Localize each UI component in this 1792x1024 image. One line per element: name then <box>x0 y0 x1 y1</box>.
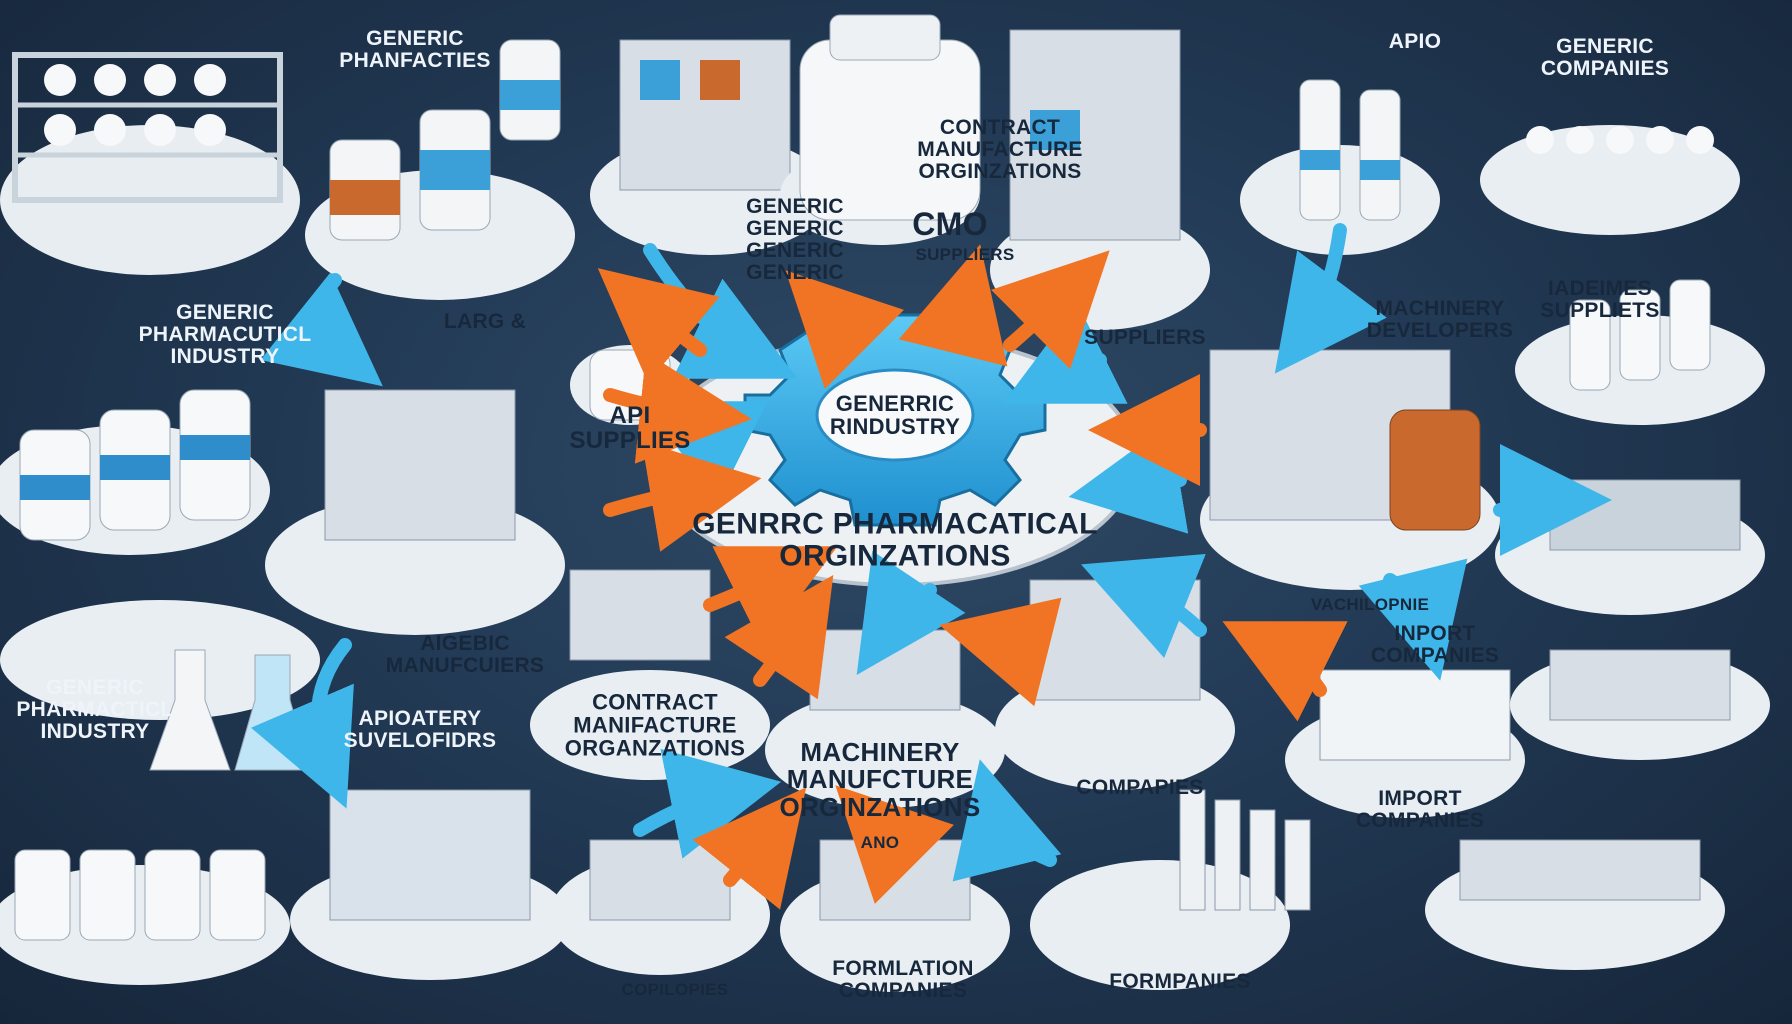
platform-formpanies <box>1030 789 1311 990</box>
label-generic-pharma-industry-lower: GENERIC PHARMACTICL INDUSTRY <box>16 675 174 744</box>
orange-arrows <box>597 244 1348 910</box>
platform-generic-companies <box>1480 125 1740 235</box>
platform-shelves <box>0 52 300 275</box>
platform-left-jars <box>0 389 270 555</box>
platform-generic-factory <box>590 39 830 255</box>
label-cmo: CMO <box>912 206 988 243</box>
label-contract-manifacture-lower: CONTRACT MANIFACTURE ORGANZATIONS <box>564 689 746 761</box>
platform-bottles <box>1240 79 1440 255</box>
label-iadeimes-suppliets: IADEIMES SUPPLIETS <box>1540 276 1660 322</box>
label-suppliers: SUPPLIERS <box>1084 325 1206 349</box>
platform-formlation <box>550 839 770 975</box>
label-contract-manufacture-top: CONTRACT MANUFACTURE ORGINZATIONS <box>917 115 1083 184</box>
platform-right-supplies <box>1515 279 1765 425</box>
label-ano: ANO <box>860 833 900 853</box>
label-machinery-developers: MACHINERY DEVELOPERS <box>1366 296 1514 342</box>
label-aigebic-manufcuiers: AIGEBIC MANUFCUIERS <box>385 631 545 677</box>
platform-import-companies <box>1285 669 1525 818</box>
label-api-supplies: API SUPPLIES <box>569 401 691 454</box>
label-vachilopnie: VACHILOPNIE <box>1310 595 1430 615</box>
label-apioatery-suvelofidrs: APIOATERY SUVELOFIDRS <box>343 706 497 752</box>
platform-machinery-developers <box>1200 349 1500 590</box>
label-formpanies: FORMPANIES <box>1109 969 1251 993</box>
label-copilopies: COPILOPIES <box>621 980 729 1000</box>
platform-blister-packs <box>290 789 570 980</box>
label-suppliers-cmo: SUPPLIERS <box>915 245 1015 265</box>
label-generic-companies: GENERIC COMPANIES <box>1540 34 1670 80</box>
gear-label: GENERRIC RINDUSTRY <box>829 390 961 439</box>
label-formlation-companies: FORMLATION COMPANIES <box>832 956 974 1002</box>
platform-cmo <box>780 14 981 245</box>
platform-bottom-right-plant <box>1425 839 1725 970</box>
platform-manufacturers <box>265 389 565 635</box>
label-inport-companies: INPORT COMPANIES <box>1370 621 1500 667</box>
platform-generic-jars <box>305 39 575 300</box>
label-larg: LARG & <box>443 309 527 333</box>
label-generic-phanfacties: GENERIC PHANFACTIES <box>339 26 491 72</box>
label-import-companies: IMPORT COMPANIES <box>1355 786 1485 832</box>
platform-companies <box>995 579 1235 790</box>
label-apio: APIO <box>1388 29 1442 53</box>
platform-bottom-right-pack <box>1510 649 1770 760</box>
hub-ring-label: GENRRC PHARMACATICAL ORGINZATIONS <box>692 507 1098 572</box>
label-generic-stack: GENERIC GENERIC GENERIC GENERIC <box>746 194 844 285</box>
platform-bottom-left-jars <box>0 849 290 985</box>
label-generic-pharma-industry-left: GENERIC PHARMACUTICL INDUSTRY <box>138 300 312 369</box>
label-machinery-manufacture: MACHINERY MANUFCTURE ORGINZATIONS <box>779 737 981 822</box>
label-compapies: COMPAPIES <box>1076 775 1204 799</box>
